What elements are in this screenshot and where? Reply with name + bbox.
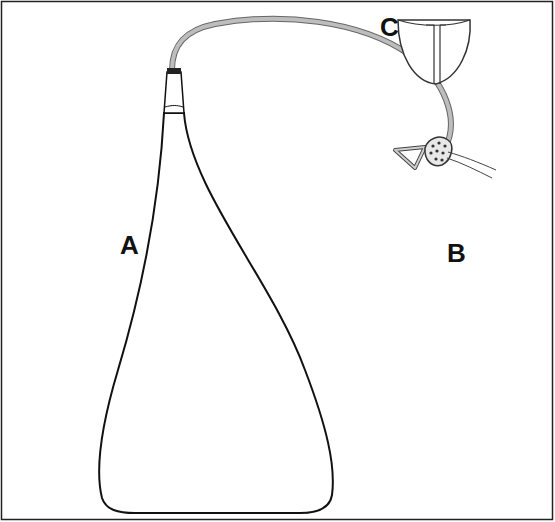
mask-holes <box>429 141 446 161</box>
neck-seam <box>165 106 183 108</box>
cup-divider <box>426 25 446 84</box>
neck-cap <box>167 68 181 74</box>
mask <box>425 137 452 165</box>
bag-neck <box>164 72 184 113</box>
loop <box>395 147 425 168</box>
part-letter: B <box>447 240 466 266</box>
bag <box>99 113 333 513</box>
cup <box>398 20 470 84</box>
part-letter: A <box>120 232 139 258</box>
wires <box>447 152 496 178</box>
part-letter: C <box>380 14 399 40</box>
